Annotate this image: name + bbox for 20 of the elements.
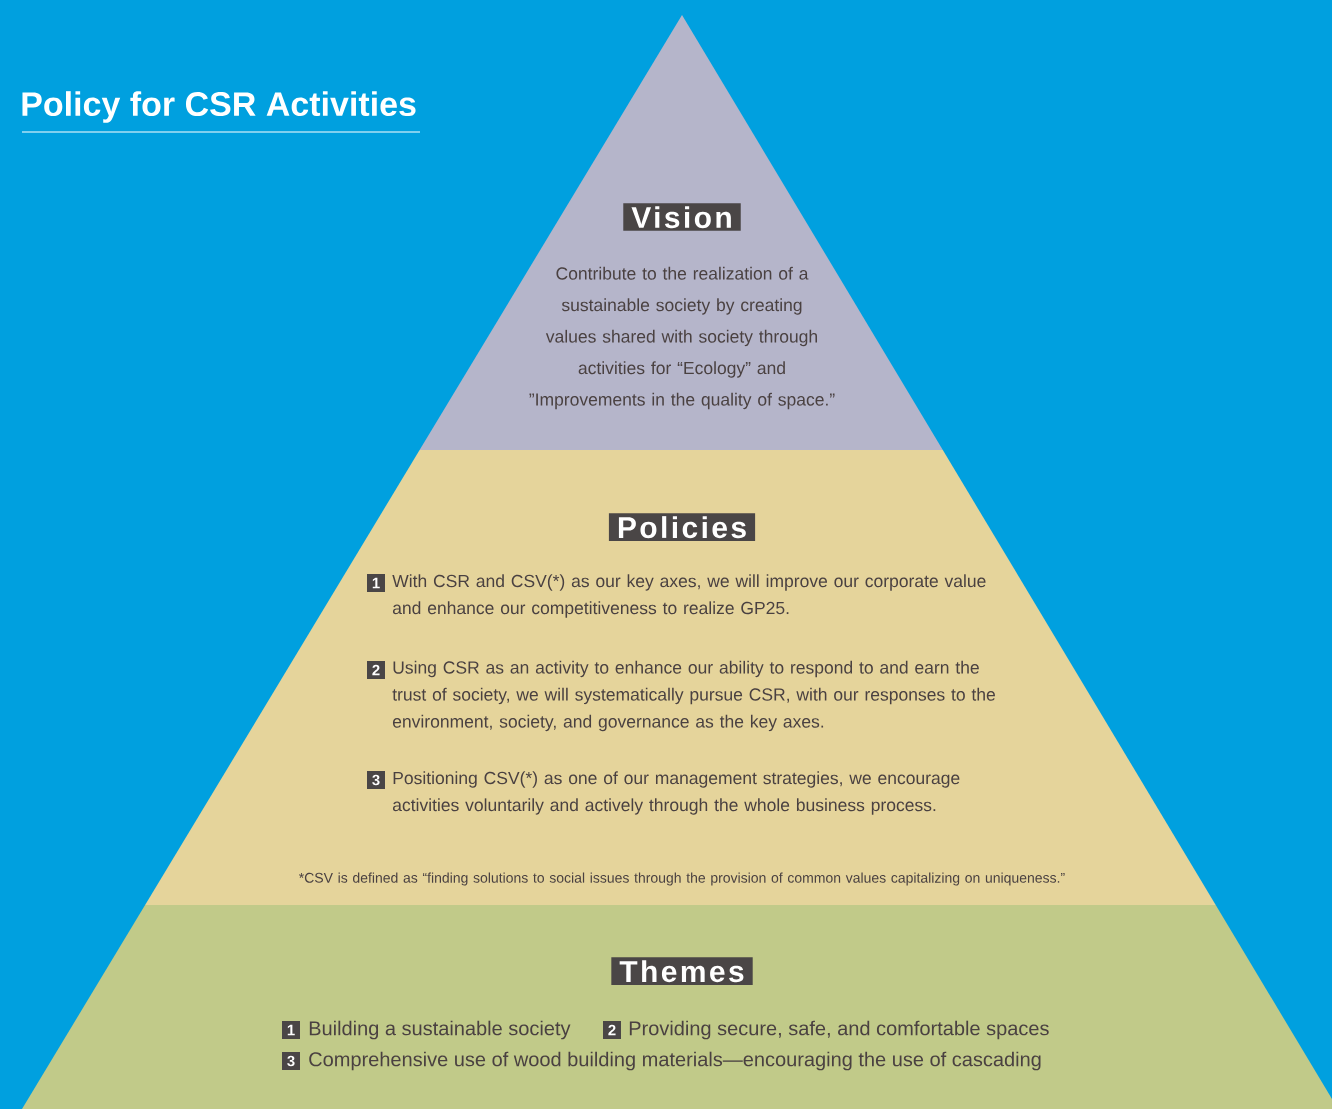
body-text: Comprehensive use of wood building materials—encouraging the use of cascading [309, 1051, 1041, 1071]
number-badge: 3 [367, 771, 385, 789]
vision-band [419, 15, 943, 450]
number-badge: 1 [367, 574, 385, 592]
body-text: Contribute to the realization of a sustainable society by creating values shared with society through activities for “Ecology” and ”Improvements in the quality of space.” [529, 266, 835, 410]
title: Policy for CSR Activities [21, 91, 421, 133]
body-text: Positioning CSV(*) as one of our management strategies, we encourage activities voluntarily and actively through the whole business process. [392, 771, 960, 815]
number-badge: 3 [282, 1052, 300, 1070]
body-text: Using CSR as an activity to enhance our ability to respond to and earn the trust of society, we will systematically pursue CSR, with our responses to the environment, society, and governance as the key axes. [392, 660, 995, 732]
heading-label: Themes [611, 957, 753, 985]
number-badge: 2 [603, 1021, 621, 1039]
body-text: Building a sustainable society [309, 1020, 571, 1040]
policy-band [145, 450, 1216, 905]
number-badge: 2 [367, 661, 385, 679]
footnote: *CSV is defined as “finding solutions to social issues through the provision of common values capitalizing on uniqueness.” [298, 872, 1065, 886]
body-text: With CSR and CSV(*) as our key axes, we will improve our corporate value and enhance our competitiveness to realize GP25. [392, 574, 986, 618]
heading-label: Vision [623, 203, 741, 231]
heading-label: Policies [608, 513, 756, 541]
number-badge: 1 [282, 1021, 300, 1039]
body-text: Providing secure, safe, and comfortable spaces [629, 1020, 1049, 1040]
